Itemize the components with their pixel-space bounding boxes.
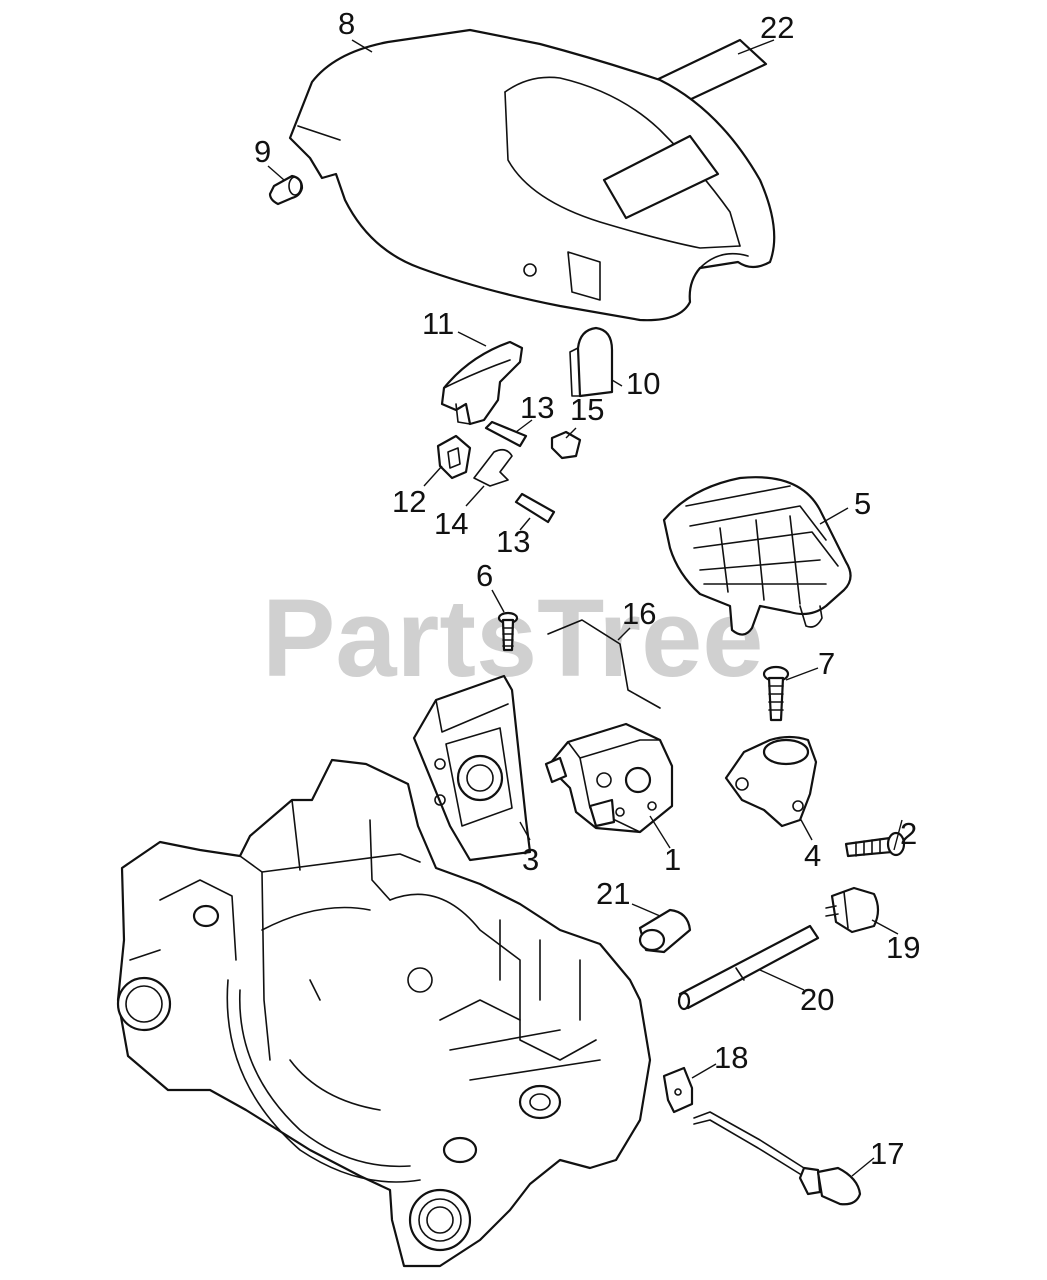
- part-7-screw: [762, 665, 790, 722]
- part-18-clip: [662, 1066, 694, 1114]
- callout-9: 9: [254, 134, 271, 169]
- part-13-pin-upper: [484, 420, 528, 448]
- part-6-screw: [497, 611, 519, 652]
- watermark: PartsTree TM: [262, 577, 769, 700]
- part-15-clip: [550, 430, 582, 460]
- callout-20: 20: [800, 982, 834, 1017]
- callout-6: 6: [476, 558, 493, 593]
- part-14-spring: [473, 448, 513, 487]
- leader-lines: [267, 39, 903, 1177]
- callout-21: 21: [596, 876, 630, 911]
- callout-13-lower: 13: [496, 524, 530, 559]
- callout-14: 14: [434, 506, 468, 541]
- callout-11: 11: [422, 306, 454, 341]
- callout-4: 4: [804, 838, 821, 873]
- part-17-cable: [693, 1111, 862, 1206]
- callout-15: 15: [570, 392, 604, 427]
- part-5-air-filter: [662, 476, 852, 636]
- part-9-pin: [268, 174, 304, 206]
- callout-12: 12: [392, 484, 426, 519]
- part-10-cap: [569, 326, 614, 398]
- callout-16: 16: [622, 596, 656, 631]
- part-1-carburetor: [544, 722, 674, 834]
- callout-1: 1: [664, 842, 681, 877]
- callout-7: 7: [818, 646, 835, 681]
- callout-22: 22: [760, 10, 794, 45]
- callout-10: 10: [626, 366, 660, 401]
- callout-13-upper: 13: [520, 390, 554, 425]
- part-11-bracket: [440, 340, 524, 426]
- part-13-pin-lower: [514, 492, 556, 524]
- part-4-intake: [724, 735, 818, 828]
- callout-2: 2: [900, 816, 917, 851]
- part-crankcase: [116, 758, 652, 1268]
- callouts: 8 22 9 10 11 13 15 12 14 13 5 6 16 7 3 1…: [254, 6, 920, 1171]
- part-3-insulator: [412, 674, 532, 862]
- part-21-fitting: [638, 908, 692, 954]
- part-12-clip: [436, 434, 472, 480]
- part-16-rod: [547, 619, 661, 709]
- callout-3: 3: [522, 842, 539, 877]
- callout-18: 18: [714, 1040, 748, 1075]
- callout-5: 5: [854, 486, 871, 521]
- callout-8: 8: [338, 6, 355, 41]
- part-8-top-cover: [288, 28, 776, 322]
- callout-19: 19: [886, 930, 920, 965]
- part-20-fuel-line: [677, 924, 820, 1011]
- callout-17: 17: [870, 1136, 904, 1171]
- part-19-fuel-filter: [825, 886, 880, 934]
